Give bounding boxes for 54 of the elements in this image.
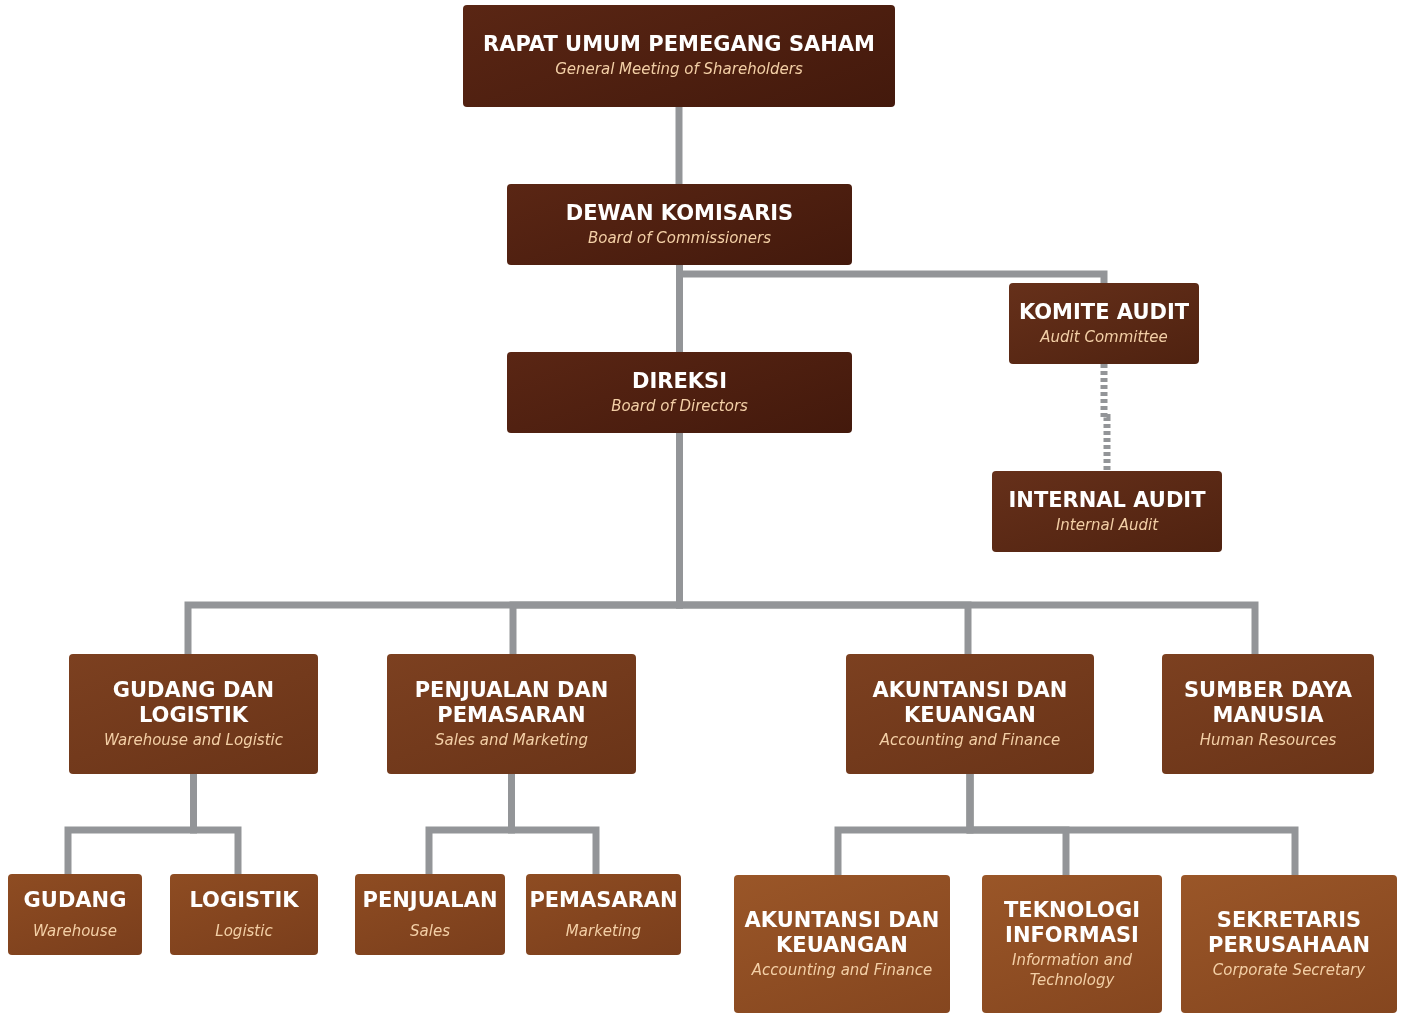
unit-subtitle: General Meeting of Shareholders: [555, 59, 803, 80]
unit-title: AKUNTANSI DAN KEUANGAN: [871, 677, 1069, 729]
org-box: [507, 352, 852, 433]
unit-title: RAPAT UMUM PEMEGANG SAHAM: [482, 32, 876, 58]
unit-title: KOMITE AUDIT: [1018, 299, 1190, 325]
unit-title: SUMBER DAYA MANUSIA: [1183, 677, 1353, 729]
org-box: [1009, 283, 1199, 364]
unit-subtitle: Audit Committee: [1040, 326, 1168, 348]
connector-line: [675, 107, 683, 184]
unit-title: LOGISTIK: [189, 887, 299, 913]
connector-line: [508, 774, 600, 874]
unit-title: DEWAN KOMISARIS: [565, 200, 794, 226]
org-box: [69, 654, 318, 774]
unit-subtitle: Warehouse: [33, 920, 117, 942]
unit-title: PEMASARAN: [529, 887, 678, 913]
unit-subtitle: Warehouse and Logistic: [104, 730, 283, 751]
unit-subtitle: Sales and Marketing: [435, 730, 588, 751]
org-box: [734, 875, 950, 1013]
unit-title: TEKNOLOGI INFORMASI: [1003, 897, 1141, 948]
org-box: [982, 875, 1162, 1013]
unit-subtitle: Information and Technology: [1010, 949, 1134, 991]
unit-subtitle: Corporate Secretary: [1212, 960, 1366, 981]
unit-subtitle: Logistic: [215, 920, 273, 942]
unit-title: PENJUALAN DAN PEMASARAN: [413, 677, 610, 729]
connector-line: [190, 774, 242, 874]
org-box: [170, 874, 318, 955]
org-box: [507, 184, 852, 265]
unit-subtitle: Board of Commissioners: [587, 227, 772, 249]
org-box: [1181, 875, 1397, 1013]
org-box: [1162, 654, 1374, 774]
connector-line: [966, 774, 1299, 875]
unit-subtitle: Human Resources: [1199, 730, 1337, 751]
org-box: [8, 874, 142, 955]
unit-title: AKUNTANSI DAN KEUANGAN: [743, 907, 941, 959]
unit-subtitle: Internal Audit: [1055, 514, 1159, 536]
unit-title: INTERNAL AUDIT: [1008, 487, 1206, 513]
unit-title: GUDANG: [23, 887, 127, 913]
org-box: [463, 5, 895, 107]
unit-title: GUDANG DAN LOGISTIK: [111, 677, 276, 729]
org-box: [992, 471, 1222, 552]
org-box: [355, 874, 505, 955]
org-box: [387, 654, 636, 774]
unit-subtitle: Marketing: [565, 920, 642, 942]
unit-subtitle: Board of Directors: [611, 395, 748, 417]
unit-subtitle: Sales: [410, 920, 450, 942]
org-box: [846, 654, 1094, 774]
unit-subtitle: Accounting and Finance: [751, 960, 933, 981]
unit-subtitle: Accounting and Finance: [879, 730, 1061, 751]
unit-title: DIREKSI: [632, 368, 727, 394]
connector-line: [1100, 364, 1111, 471]
unit-title: SEKRETARIS PERUSAHAAN: [1207, 907, 1371, 959]
org-box: [526, 874, 681, 955]
unit-title: PENJUALAN: [362, 887, 498, 913]
connector-line: [676, 265, 1108, 283]
